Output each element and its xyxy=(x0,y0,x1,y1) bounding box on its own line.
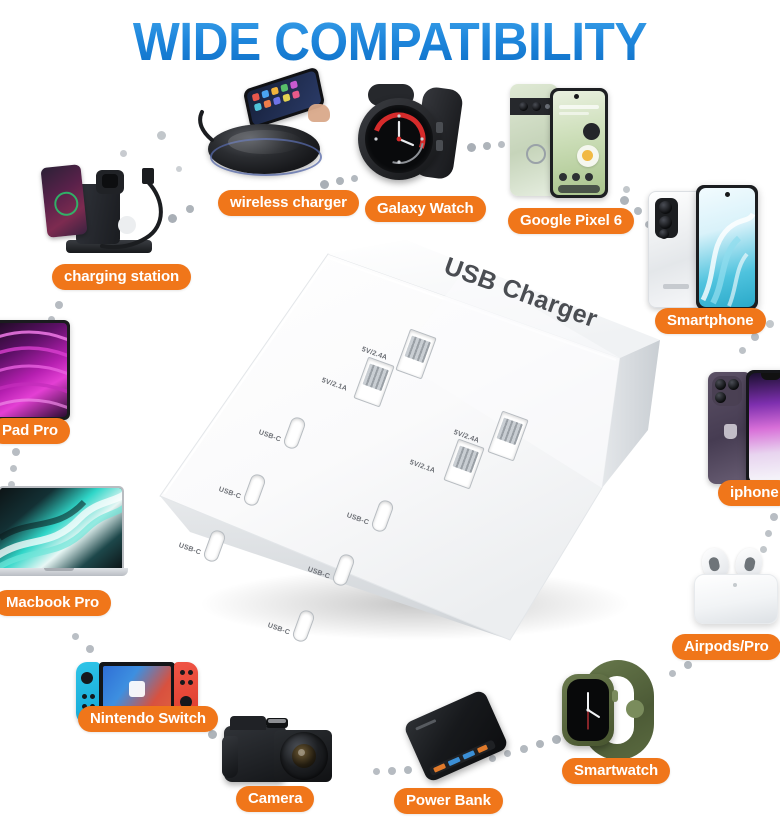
device-power-bank xyxy=(402,688,510,784)
usb-a-port-label: 5V/2.1A xyxy=(320,377,349,393)
connector-dot xyxy=(766,320,774,328)
usb-a-port-label: 5V/2.1A xyxy=(408,459,437,475)
usb-a-port xyxy=(487,410,529,462)
usb-c-port xyxy=(330,552,357,588)
connector-dot xyxy=(739,347,746,354)
label-wireless-charger: wireless charger xyxy=(218,190,359,217)
device-wireless-charger xyxy=(190,66,340,188)
connector-dot xyxy=(176,166,182,172)
usb-c-port xyxy=(290,608,317,644)
connector-dot xyxy=(552,735,561,744)
usb-a-port-label: 5V/2.4A xyxy=(452,429,481,445)
connector-dot xyxy=(483,142,491,150)
label-camera: Camera xyxy=(236,786,315,813)
label-smartphone: Smartphone xyxy=(655,308,766,335)
usb-c-port-label: USB-C xyxy=(306,566,331,581)
usb-a-port-label: 5V/2.4A xyxy=(360,346,389,362)
connector-dot xyxy=(388,767,396,775)
connector-dot xyxy=(157,131,166,140)
usb-a-port xyxy=(443,438,485,490)
connector-dot xyxy=(351,175,358,182)
connector-dot xyxy=(168,214,177,223)
connector-dot xyxy=(467,143,476,152)
connector-dot xyxy=(336,177,344,185)
label-ipad-pro: Pad Pro xyxy=(0,418,70,445)
connector-dot xyxy=(634,207,642,215)
label-google-pixel-6: Google Pixel 6 xyxy=(508,208,634,235)
connector-dot xyxy=(620,196,629,205)
usb-c-port-label: USB-C xyxy=(177,542,202,557)
connector-dot xyxy=(186,205,194,213)
label-smartwatch: Smartwatch xyxy=(562,758,671,785)
device-charging-station xyxy=(30,160,175,260)
device-smartwatch xyxy=(552,660,660,764)
device-camera xyxy=(222,710,347,795)
usb-a-port xyxy=(395,328,437,380)
connector-dot xyxy=(55,301,63,309)
connector-dot xyxy=(770,513,778,521)
connector-dot xyxy=(504,750,511,757)
label-airpods-pro: Airpods/Pro xyxy=(672,634,780,661)
usb-c-port xyxy=(241,472,268,508)
device-google-pixel-6 xyxy=(506,82,616,202)
connector-dot xyxy=(760,546,767,553)
product-brand-text: USB Charger xyxy=(440,252,602,334)
device-iphone xyxy=(708,370,780,488)
connector-dot xyxy=(120,150,127,157)
usb-c-port-label: USB-C xyxy=(266,622,291,637)
connector-dot xyxy=(10,465,17,472)
connector-dot xyxy=(8,481,15,488)
connector-dot xyxy=(536,740,544,748)
connector-dot xyxy=(498,141,505,148)
device-macbook-pro xyxy=(0,486,128,586)
connector-dot xyxy=(48,316,55,323)
device-smartphone xyxy=(648,185,766,310)
connector-dot xyxy=(684,661,692,669)
connector-dot xyxy=(765,530,772,537)
label-macbook-pro: Macbook Pro xyxy=(0,590,112,617)
connector-dot xyxy=(12,448,20,456)
connector-dot xyxy=(404,766,412,774)
connector-dot xyxy=(489,755,496,762)
connector-dot xyxy=(623,186,630,193)
label-iphone: iphone xyxy=(718,480,780,507)
usb-c-port-label: USB-C xyxy=(217,486,242,501)
usb-c-port-label: USB-C xyxy=(257,429,282,444)
usb-a-port xyxy=(353,356,395,408)
usb-c-port xyxy=(281,415,308,451)
connector-dot xyxy=(520,745,528,753)
connector-dot xyxy=(208,730,217,739)
connector-dot xyxy=(86,645,94,653)
device-airpods-pro xyxy=(692,545,780,626)
page-title: WIDE COMPATIBILITY xyxy=(31,14,749,71)
connector-dot xyxy=(72,633,79,640)
usb-c-port xyxy=(369,498,396,534)
label-nintendo-switch: Nintendo Switch xyxy=(78,706,218,733)
connector-dot xyxy=(320,180,329,189)
connector-dot xyxy=(669,670,676,677)
connector-dot xyxy=(373,768,380,775)
label-galaxy-watch: Galaxy Watch xyxy=(365,196,486,223)
usb-c-port xyxy=(201,528,228,564)
usb-charger-product: USB Charger 5V/2.1A 5V/2.4A 5V/2.1A 5V/2… xyxy=(150,232,670,652)
label-power-bank: Power Bank xyxy=(394,788,503,815)
usb-c-port-label: USB-C xyxy=(345,512,370,527)
device-galaxy-watch xyxy=(352,82,482,187)
device-ipad-pro xyxy=(0,320,70,420)
connector-dot xyxy=(751,333,759,341)
label-charging-station: charging station xyxy=(52,264,192,291)
